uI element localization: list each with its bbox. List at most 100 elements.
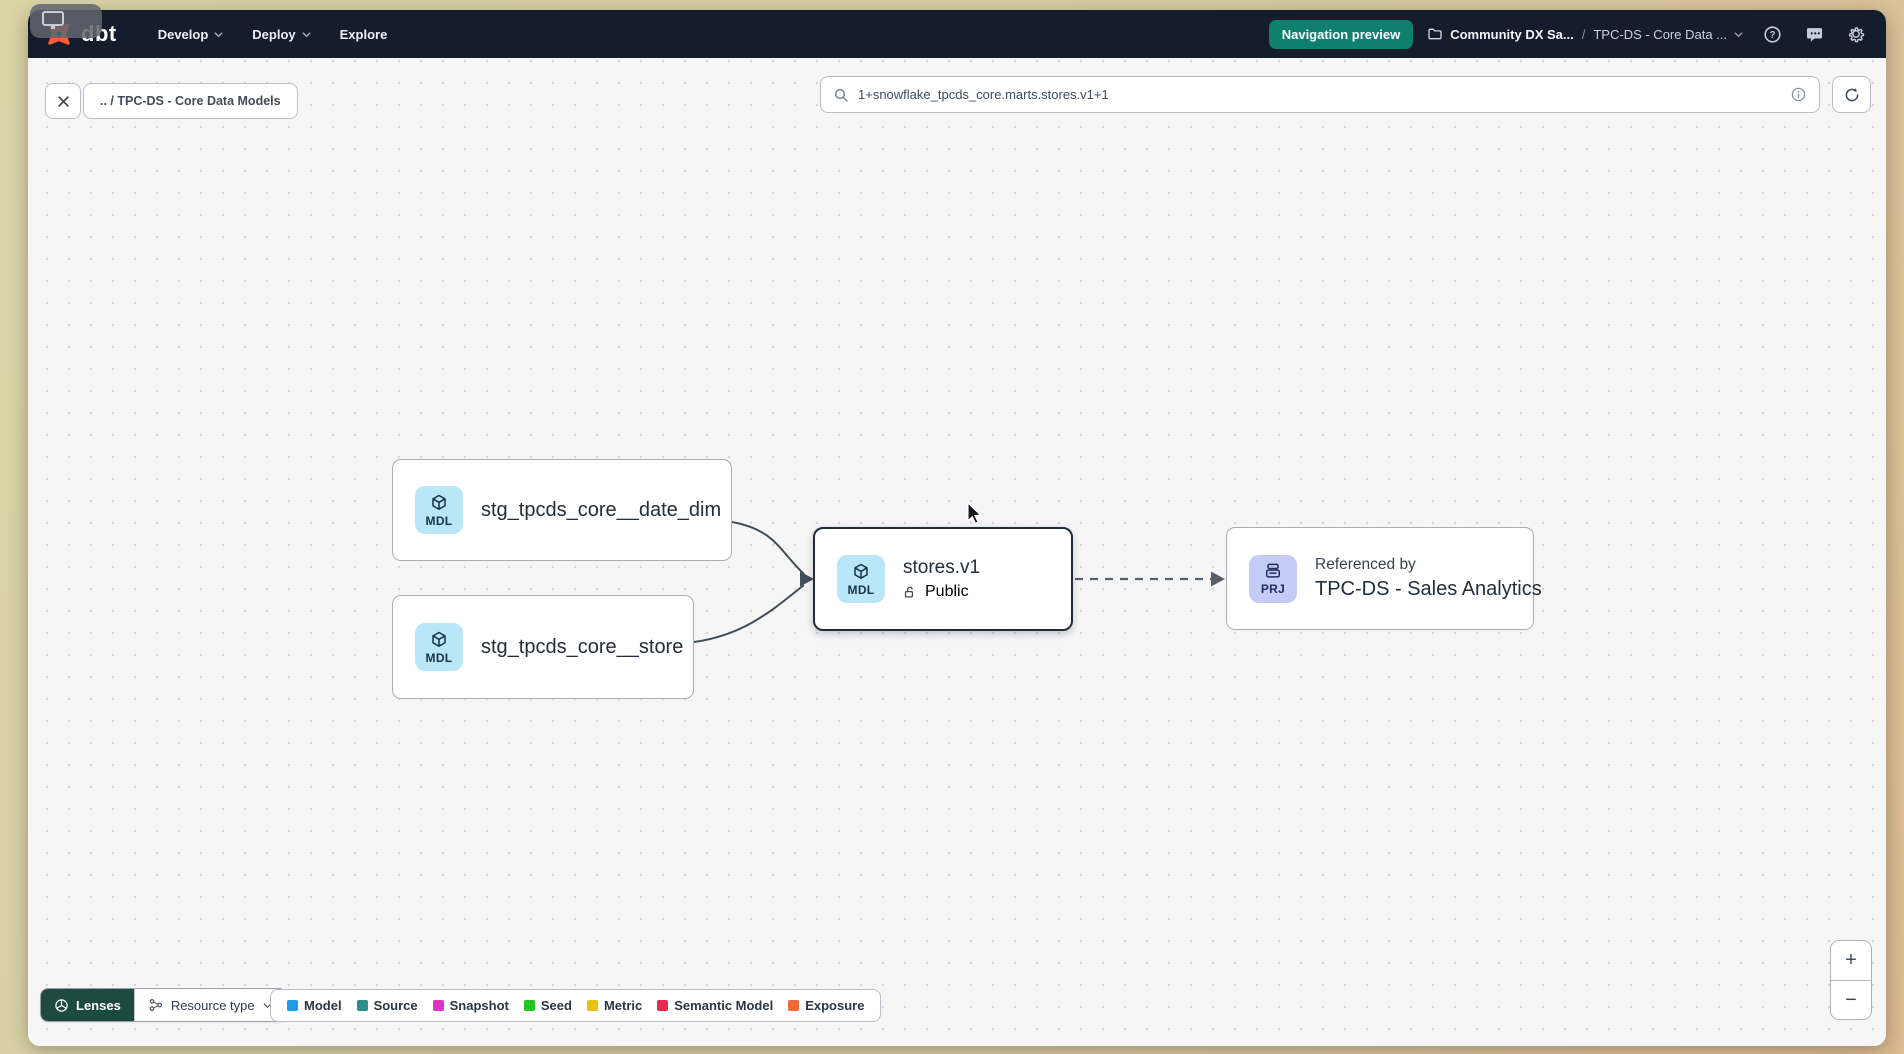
legend-item-model: Model: [287, 998, 342, 1013]
node-label: TPC-DS - Sales Analytics: [1315, 578, 1542, 600]
legend-item-metric: Metric: [586, 998, 643, 1013]
node-label: stg_tpcds_core__store: [481, 635, 684, 658]
cube-icon: [432, 494, 446, 510]
close-icon: [57, 95, 69, 107]
legend-label: Snapshot: [449, 998, 509, 1013]
legend-label: Exposure: [805, 998, 865, 1013]
breadcrumb-separator: /: [1581, 26, 1586, 42]
capture-icon: [42, 11, 64, 29]
search-icon: [834, 88, 848, 102]
badge-code: MDL: [847, 582, 875, 597]
node-stg-tpcds-core-date-dim[interactable]: MDL stg_tpcds_core__date_dim: [392, 459, 732, 561]
model-badge: MDL: [837, 555, 885, 603]
node-label: stores.v1: [903, 557, 981, 578]
edge-arrowhead: [1211, 571, 1225, 587]
legend-swatch: [287, 1000, 298, 1011]
legend-item-semantic-model: Semantic Model: [657, 998, 773, 1013]
top-navbar: dbt Develop Deploy Explore Navigation pr…: [28, 10, 1886, 58]
navbar-right: Navigation preview Community DX Sa... / …: [1268, 19, 1870, 49]
legend-label: Seed: [540, 998, 572, 1013]
model-badge: MDL: [415, 486, 463, 534]
zoom-out-button[interactable]: −: [1831, 980, 1871, 1019]
legend-swatch: [523, 1000, 535, 1011]
node-stores-v1[interactable]: MDL stores.v1 Public: [813, 527, 1073, 631]
lenses-control-group: Lenses Resource type: [40, 988, 287, 1022]
legend-swatch: [356, 1000, 368, 1011]
legend-item-exposure: Exposure: [788, 998, 864, 1013]
cube-icon: [432, 631, 446, 647]
legend-item-snapshot: Snapshot: [432, 998, 509, 1013]
breadcrumb-account-label: Community DX Sa...: [1450, 26, 1574, 42]
lineage-path-label: .. / TPC-DS - Core Data Models: [100, 94, 281, 108]
settings-button[interactable]: [1842, 20, 1870, 48]
breadcrumb: Community DX Sa... / TPC-DS - Core Data …: [1427, 26, 1744, 42]
legend-label: Semantic Model: [674, 998, 774, 1013]
stack-icon: [1266, 563, 1280, 578]
node-referenced-by-project[interactable]: PRJ Referenced by TPC-DS - Sales Analyti…: [1226, 527, 1542, 630]
menu-explore-label: Explore: [339, 26, 388, 42]
legend-swatch: [788, 1000, 800, 1011]
legend-label: Metric: [603, 998, 643, 1013]
breadcrumb-project-label: TPC-DS - Core Data ...: [1593, 26, 1727, 42]
resource-legend: Model Source Snapshot Seed Metric Semant…: [270, 989, 882, 1022]
resource-graph-icon: [149, 999, 162, 1011]
access-level-label: Public: [925, 583, 969, 600]
chevron-down-icon: [302, 31, 311, 37]
lineage-selector-box: [820, 76, 1820, 113]
resource-type-dropdown[interactable]: Resource type: [133, 989, 286, 1021]
zoom-in-button[interactable]: +: [1845, 949, 1857, 971]
lenses-label: Lenses: [76, 997, 121, 1013]
chevron-down-icon: [1734, 31, 1743, 37]
node-stg-tpcds-core-store[interactable]: MDL stg_tpcds_core__store: [392, 595, 694, 699]
node-overline: Referenced by: [1315, 556, 1416, 573]
legend-item-seed: Seed: [523, 998, 572, 1013]
legend-swatch: [657, 1000, 669, 1011]
menu-develop[interactable]: Develop: [147, 20, 236, 49]
lens-aperture-icon: [55, 998, 68, 1012]
svg-text:?: ?: [1769, 29, 1775, 40]
access-level: Public: [903, 583, 980, 601]
project-badge: PRJ: [1249, 554, 1297, 603]
lineage-canvas[interactable]: .. / TPC-DS - Core Data Models: [28, 58, 1886, 1046]
app-window: dbt Develop Deploy Explore Navigation pr…: [28, 10, 1886, 1046]
badge-code: PRJ: [1260, 582, 1286, 596]
resource-type-label: Resource type: [170, 997, 255, 1013]
main-menu: Develop Deploy Explore: [147, 20, 399, 49]
legend-item-source: Source: [356, 998, 418, 1013]
model-badge: MDL: [415, 623, 463, 671]
chevron-down-icon: [263, 1003, 271, 1008]
breadcrumb-project[interactable]: TPC-DS - Core Data ...: [1593, 27, 1744, 42]
badge-code: MDL: [425, 650, 453, 665]
lineage-selector-input[interactable]: [858, 87, 1781, 102]
legend-swatch: [586, 1000, 598, 1011]
badge-code: MDL: [425, 513, 453, 528]
feedback-bubble-icon: [1806, 27, 1822, 42]
edge-arrowhead: [800, 571, 814, 587]
menu-deploy-label: Deploy: [252, 26, 296, 42]
chevron-down-icon: [214, 31, 223, 37]
cube-icon: [854, 563, 868, 579]
folder-icon: [1428, 28, 1442, 40]
gear-icon: [1848, 27, 1865, 43]
mouse-cursor: [967, 502, 982, 524]
info-icon[interactable]: [1790, 86, 1807, 103]
refresh-lineage-button[interactable]: [1832, 76, 1871, 113]
lineage-path-chip[interactable]: .. / TPC-DS - Core Data Models: [83, 83, 298, 119]
legend-label: Source: [373, 998, 418, 1013]
node-label: stg_tpcds_core__date_dim: [481, 498, 722, 521]
refresh-icon: [1845, 87, 1858, 101]
help-button[interactable]: ?: [1758, 20, 1786, 48]
close-lineage-button[interactable]: [45, 83, 81, 119]
help-icon: ?: [1763, 25, 1781, 43]
navigation-preview-badge[interactable]: Navigation preview: [1268, 19, 1414, 49]
screen-capture-indicator: [30, 4, 102, 38]
zoom-controls: + −: [1830, 940, 1872, 1020]
feedback-button[interactable]: [1800, 20, 1828, 48]
lenses-button[interactable]: Lenses: [41, 989, 134, 1021]
menu-explore[interactable]: Explore: [329, 20, 399, 49]
unlock-icon: [904, 586, 913, 597]
legend-swatch: [432, 1000, 444, 1011]
legend-label: Model: [304, 998, 342, 1013]
menu-deploy[interactable]: Deploy: [241, 20, 322, 49]
breadcrumb-account[interactable]: Community DX Sa...: [1427, 26, 1574, 42]
